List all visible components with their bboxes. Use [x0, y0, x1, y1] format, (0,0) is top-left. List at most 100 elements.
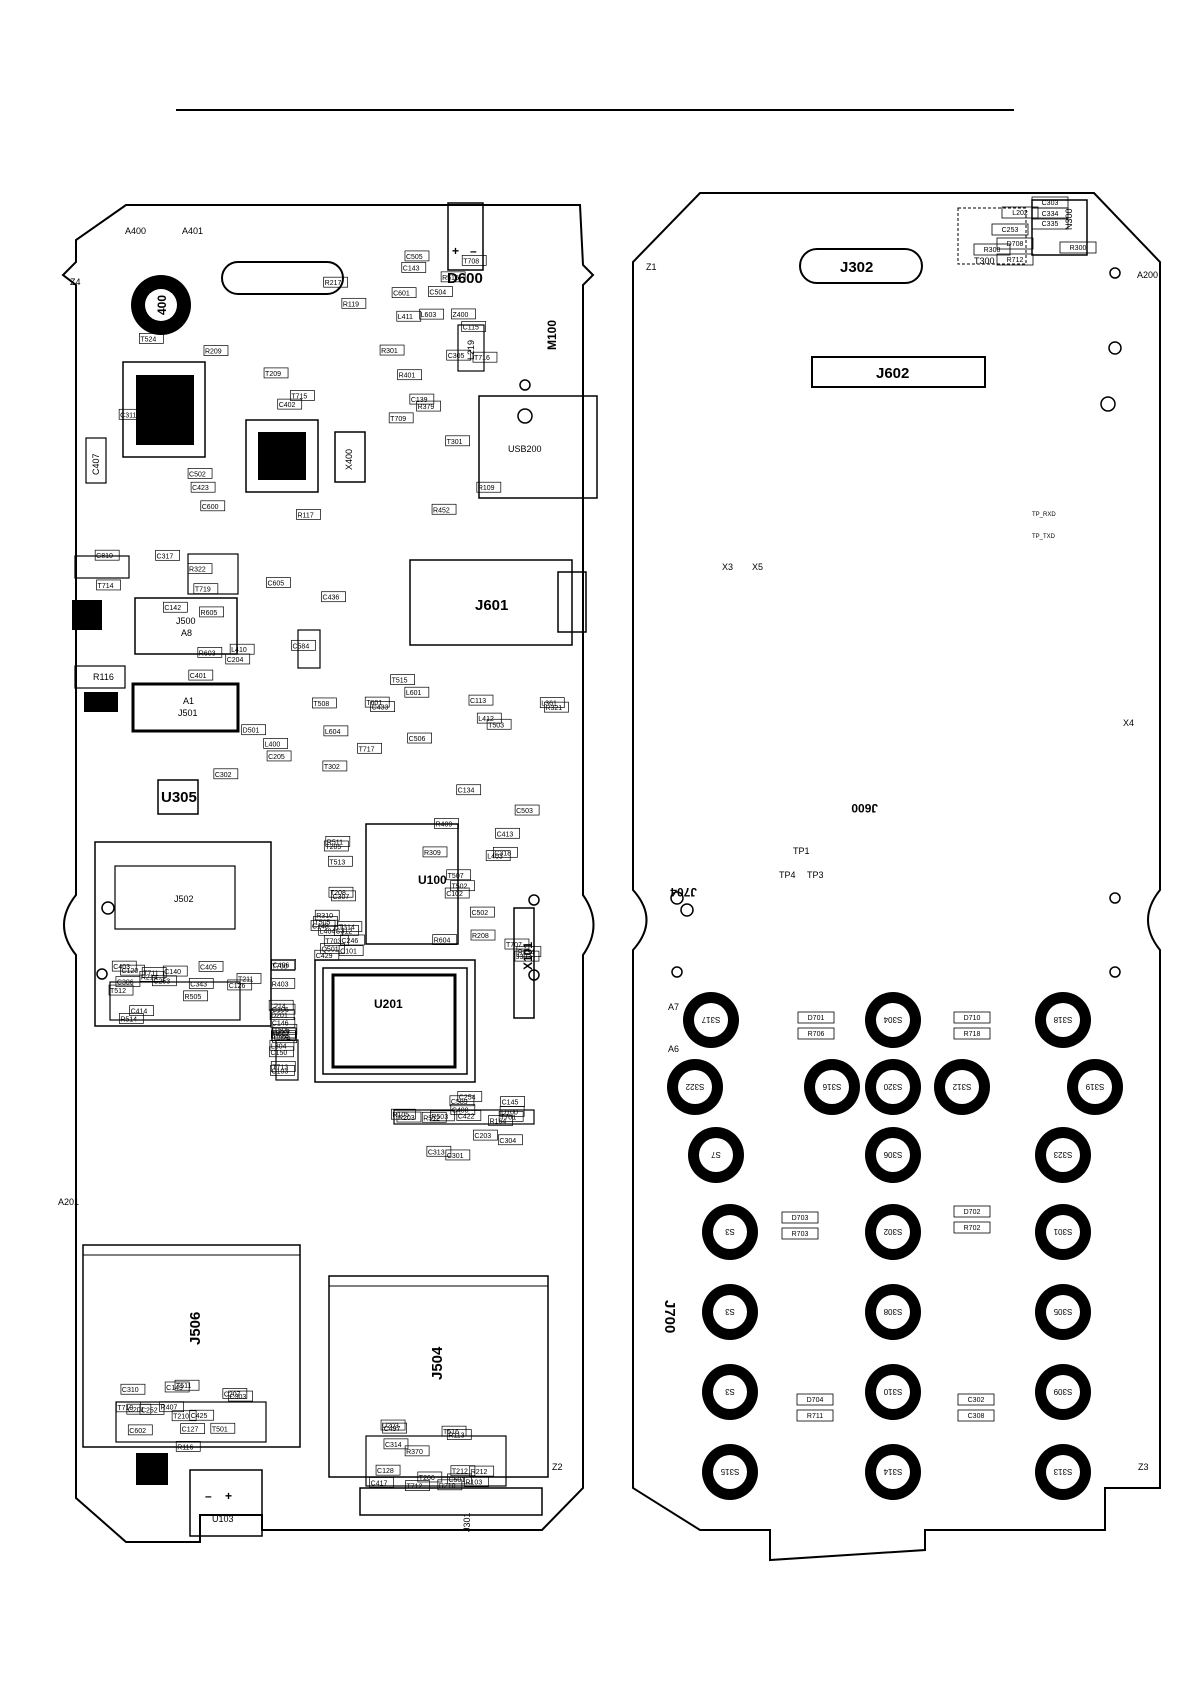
component-box — [163, 601, 188, 613]
component-label: Q501 — [321, 946, 338, 953]
component-label: C205 — [268, 754, 285, 761]
component-box — [953, 1011, 991, 1024]
component-box — [270, 1061, 296, 1072]
component-label: C201 — [128, 1407, 145, 1414]
component-box — [445, 435, 470, 447]
component-label: C408 — [452, 1108, 469, 1115]
component-box — [200, 500, 226, 512]
back-hole-2 — [1108, 341, 1122, 355]
component-label: C305 — [448, 353, 465, 360]
component-box — [337, 921, 363, 932]
component-label: C102 — [446, 891, 463, 898]
component-label: R603 — [199, 650, 216, 657]
component-label: C504 — [429, 290, 446, 297]
keypad-label: S314 — [883, 1467, 902, 1476]
component-box — [180, 1423, 206, 1434]
component-box — [488, 1115, 513, 1126]
j501-outline — [131, 682, 240, 733]
component-box — [175, 1441, 201, 1452]
component-label: C402 — [279, 402, 296, 409]
keypad-center — [1046, 1375, 1080, 1409]
component-box — [270, 960, 296, 971]
component-label: T512 — [110, 988, 126, 995]
component-box — [115, 976, 141, 987]
component-box — [277, 398, 303, 410]
component-box — [419, 308, 445, 320]
component-label: C311 — [120, 412, 136, 419]
component-label: T505 — [314, 919, 330, 926]
component-box — [449, 1095, 475, 1107]
component-label: R103 — [465, 1480, 482, 1487]
component-box — [171, 1410, 197, 1422]
component-box — [225, 653, 251, 665]
component-box — [323, 276, 349, 288]
component-box — [375, 1464, 401, 1476]
component-label: C148 — [312, 923, 329, 930]
label-a7: A7 — [668, 1002, 679, 1012]
component-label: T707 — [506, 942, 522, 949]
component-box — [311, 697, 337, 709]
component-label: R116 — [177, 1444, 193, 1451]
keypad-label: S308 — [883, 1307, 902, 1316]
component-box — [953, 1221, 991, 1234]
black-pad-2 — [84, 692, 118, 712]
component-box — [268, 999, 294, 1011]
component-label: C145 — [502, 1100, 519, 1107]
j500-outline — [134, 597, 238, 655]
label-tp4: TP4 — [779, 870, 796, 880]
component-label: Z400 — [452, 312, 468, 319]
component-box — [187, 563, 213, 574]
label-r116: R116 — [93, 672, 114, 682]
keypad-center — [815, 1070, 849, 1104]
component-label: C207 — [224, 1391, 241, 1398]
component-label: D704 — [807, 1397, 824, 1404]
component-label: C106 — [272, 1007, 289, 1014]
label-a6: A6 — [668, 1044, 679, 1054]
keypad-switch: S305 — [1035, 1284, 1091, 1340]
component-box — [445, 1149, 471, 1161]
u201-inner — [331, 973, 457, 1069]
component-box — [457, 1091, 483, 1102]
component-box — [957, 1409, 995, 1422]
x101-outline — [513, 907, 535, 1019]
component-label: C403 — [113, 964, 130, 971]
component-box — [957, 1393, 995, 1406]
component-box — [155, 549, 180, 561]
component-box — [451, 308, 476, 320]
component-label: R702 — [964, 1225, 981, 1232]
component-label: T514 — [272, 1034, 288, 1041]
component-label: T314 — [339, 925, 355, 932]
component-label: C303 — [1042, 200, 1059, 207]
component-box — [314, 949, 340, 961]
component-label: T205 — [325, 844, 341, 851]
component-label: C601 — [393, 291, 410, 298]
keypad-switch: S308 — [865, 1284, 921, 1340]
label-j602: J602 — [876, 365, 909, 382]
keypad-label: S310 — [883, 1387, 902, 1396]
buzzer-400-center — [145, 289, 177, 321]
component-box — [447, 1473, 472, 1485]
component-label: C433 — [372, 705, 389, 712]
component-label: C584 — [292, 643, 309, 650]
u305-outline — [157, 779, 199, 815]
component-box — [338, 945, 364, 957]
component-box — [428, 286, 453, 297]
component-label: C103 — [272, 1068, 289, 1075]
component-label: D710 — [964, 1015, 981, 1022]
component-box — [973, 243, 1011, 256]
component-label: C254 — [459, 1094, 476, 1101]
component-label: T206 — [419, 1475, 435, 1482]
component-box — [127, 1424, 153, 1436]
component-box — [391, 1108, 416, 1120]
d600-minus: – — [470, 244, 477, 258]
label-j506: J506 — [187, 1312, 204, 1345]
keypad-switch: S317 — [683, 992, 739, 1048]
component-label: C253 — [153, 979, 170, 986]
component-label: C115 — [463, 324, 479, 331]
component-label: R712 — [1007, 257, 1024, 264]
back-hole-3 — [1100, 396, 1116, 412]
label-m100: M100 — [545, 320, 559, 350]
component-label: T713 — [272, 1064, 288, 1071]
label-j700: J700 — [661, 1300, 678, 1333]
component-box — [401, 262, 427, 273]
